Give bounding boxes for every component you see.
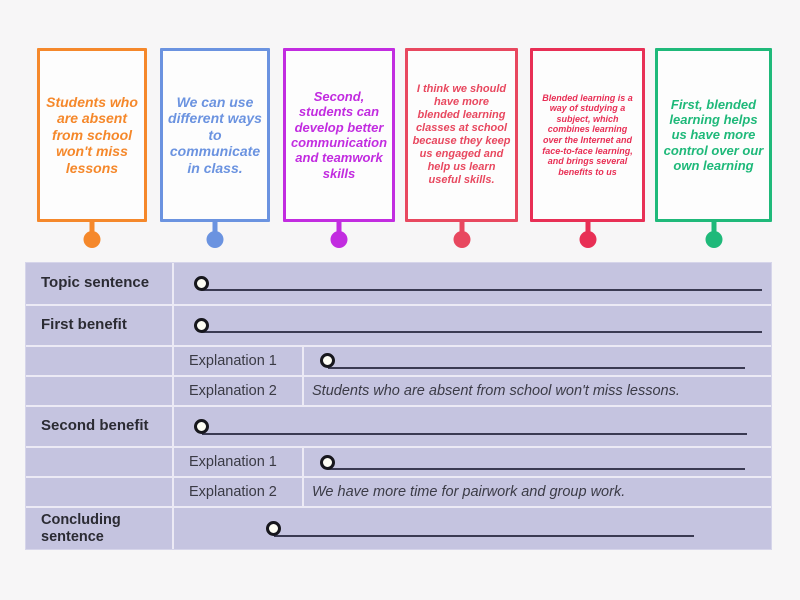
- card-body[interactable]: Students who are absent from school won'…: [37, 48, 147, 222]
- row-second-explanation-2: Explanation 2 We have more time for pairw…: [26, 478, 771, 509]
- card-text: We can use different ways to communicate…: [168, 93, 262, 176]
- row-label-cell: First benefit: [26, 305, 174, 345]
- answer-rule-line: [202, 289, 762, 292]
- card-pin-icon: [82, 222, 102, 248]
- pin-stem: [459, 222, 464, 236]
- row-sub-label: Explanation 2: [189, 382, 277, 399]
- pin-ball: [206, 231, 224, 248]
- card-body[interactable]: First, blended learning helps us have mo…: [655, 48, 772, 222]
- drop-target-cell[interactable]: [304, 347, 771, 375]
- drop-target-cell[interactable]: [174, 407, 771, 446]
- pin-ball: [330, 231, 348, 248]
- row-label-cell: [26, 448, 174, 477]
- drop-target-ring-icon[interactable]: [194, 275, 209, 291]
- row-label-cell: [26, 346, 174, 375]
- answer-text: Students who are absent from school won'…: [312, 382, 680, 399]
- card-pin-icon: [205, 222, 225, 248]
- row-first-explanation-1: Explanation 1: [26, 346, 771, 377]
- card-pin-icon: [329, 222, 349, 248]
- row-label-cell: Concluding sentence: [26, 508, 174, 549]
- answer-cell-filled[interactable]: Students who are absent from school won'…: [304, 377, 771, 405]
- row-second-benefit: Second benefit: [26, 406, 771, 449]
- card-text: I think we should have more blended lear…: [412, 83, 511, 186]
- row-sub-label-cell: Explanation 2: [174, 376, 304, 405]
- card-body[interactable]: Second, students can develop better comm…: [283, 48, 395, 222]
- row-label: Topic sentence: [41, 274, 150, 291]
- card-text: First, blended learning helps us have mo…: [663, 96, 764, 173]
- pin-stem: [89, 222, 95, 236]
- drop-target-cell[interactable]: [174, 508, 771, 549]
- pin-stem: [585, 222, 590, 236]
- draggable-card-1[interactable]: Students who are absent from school won'…: [37, 48, 147, 248]
- draggable-card-3[interactable]: Second, students can develop better comm…: [283, 48, 395, 248]
- pin-stem: [336, 222, 342, 236]
- row-label: Concluding sentence: [41, 512, 121, 545]
- drop-target-cell[interactable]: [174, 263, 771, 304]
- answer-cell-filled[interactable]: We have more time for pairwork and group…: [304, 478, 771, 506]
- drop-target-ring-icon[interactable]: [320, 353, 335, 369]
- row-label: Second benefit: [41, 417, 149, 435]
- row-second-explanation-1: Explanation 1: [26, 448, 771, 479]
- row-label-cell: [26, 376, 174, 405]
- drop-target-ring-icon[interactable]: [194, 419, 209, 435]
- answer-rule-line: [328, 468, 745, 471]
- card-body[interactable]: I think we should have more blended lear…: [405, 48, 518, 222]
- row-first-explanation-2: Explanation 2 Students who are absent fro…: [26, 376, 771, 407]
- card-pin-icon: [704, 222, 724, 248]
- pin-ball: [83, 231, 101, 248]
- row-sub-label-cell: Explanation 1: [174, 346, 304, 375]
- empty-slot[interactable]: [174, 306, 771, 345]
- row-first-benefit: First benefit: [26, 305, 771, 347]
- card-text: Second, students can develop better comm…: [290, 89, 388, 181]
- row-concluding-sentence: Concluding sentence: [26, 508, 771, 549]
- answer-rule-line: [328, 366, 745, 369]
- drop-target-cell[interactable]: [174, 306, 771, 345]
- draggable-card-5[interactable]: Blended learning is a way of studying a …: [530, 48, 645, 248]
- pin-stem: [212, 222, 218, 236]
- card-text: Blended learning is a way of studying a …: [542, 92, 633, 177]
- pin-ball: [579, 231, 596, 248]
- row-label-cell: Second benefit: [26, 406, 174, 447]
- row-label: First benefit: [41, 315, 127, 333]
- pin-ball: [705, 231, 722, 248]
- draggable-cards-area: Students who are absent from school won'…: [0, 0, 800, 252]
- answer-rule-line: [202, 432, 747, 435]
- card-pin-icon: [578, 222, 598, 248]
- drop-target-ring-icon[interactable]: [320, 454, 335, 470]
- answer-rule-line: [202, 331, 762, 334]
- empty-slot[interactable]: [304, 448, 771, 476]
- row-label-cell: [26, 478, 174, 507]
- card-text: Students who are absent from school won'…: [46, 93, 138, 176]
- drop-target-cell[interactable]: [304, 448, 771, 476]
- row-sub-label-cell: Explanation 2: [174, 478, 304, 507]
- card-body[interactable]: Blended learning is a way of studying a …: [530, 48, 645, 222]
- row-label-cell: Topic sentence: [26, 263, 174, 304]
- row-sub-label: Explanation 1: [189, 454, 277, 471]
- row-topic-sentence: Topic sentence: [26, 263, 771, 306]
- answer-rule-line: [274, 534, 694, 537]
- empty-slot[interactable]: [174, 263, 771, 304]
- empty-slot[interactable]: [174, 508, 771, 549]
- pin-stem: [711, 222, 716, 236]
- draggable-card-6[interactable]: First, blended learning helps us have mo…: [655, 48, 772, 248]
- draggable-card-2[interactable]: We can use different ways to communicate…: [160, 48, 270, 248]
- card-body[interactable]: We can use different ways to communicate…: [160, 48, 270, 222]
- row-sub-label: Explanation 2: [189, 484, 277, 501]
- drop-target-ring-icon[interactable]: [194, 317, 209, 333]
- empty-slot[interactable]: [304, 347, 771, 375]
- row-sub-label: Explanation 1: [189, 352, 277, 369]
- draggable-card-4[interactable]: I think we should have more blended lear…: [405, 48, 518, 248]
- row-sub-label-cell: Explanation 1: [174, 448, 304, 477]
- pin-ball: [453, 231, 470, 248]
- drop-target-ring-icon[interactable]: [266, 521, 281, 537]
- empty-slot[interactable]: [174, 407, 771, 446]
- card-pin-icon: [452, 222, 472, 248]
- answer-text: We have more time for pairwork and group…: [312, 484, 626, 501]
